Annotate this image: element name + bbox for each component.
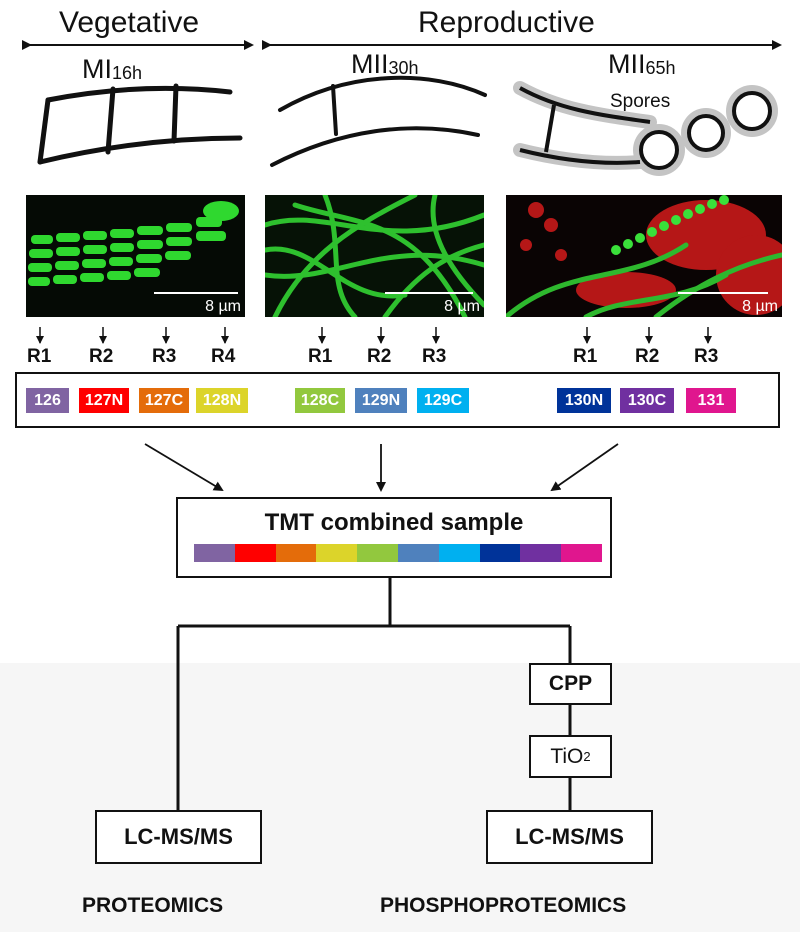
phase-label-mi16h: MI16h (82, 54, 143, 84)
spores-label: Spores (610, 91, 671, 112)
tmt-tag: 127N (78, 387, 130, 414)
micrograph-mii30h-image (265, 195, 484, 317)
micrograph-mii65h: 8 µm (506, 195, 782, 317)
tmt-tag: 130N (556, 387, 612, 414)
scale-bar-label-mi16h: 8 µm (205, 298, 241, 315)
color-strip-segment (520, 544, 562, 562)
phase-label-mii65h: MII65h (608, 49, 676, 79)
replicate-label: R2 (367, 346, 392, 367)
workflow-tree (176, 578, 572, 810)
scale-bar-label-mii65h: 8 µm (742, 298, 778, 315)
cpp-box: CPP (529, 663, 612, 705)
phase-label-mii30h: MII30h (351, 49, 419, 79)
tmt-tag: 127C (138, 387, 190, 414)
color-strip-segment (275, 544, 317, 562)
replicate-label: R2 (635, 346, 660, 367)
reproductive-label: Reproductive (418, 6, 595, 39)
tmt-tag: 128C (294, 387, 346, 414)
color-strip-segment (316, 544, 358, 562)
micrograph-mi16h: 8 µm (26, 195, 245, 317)
lcms-box-proteomics: LC-MS/MS (95, 810, 262, 864)
micrograph-mii30h: 8 µm (265, 195, 484, 317)
color-strip-segment (234, 544, 276, 562)
phosphoproteomics-label: PHOSPHOPROTEOMICS (380, 894, 627, 917)
tmt-label-box (15, 372, 780, 428)
tmt-combined-box: TMT combined sample (176, 497, 612, 578)
replicate-label: R1 (27, 346, 52, 367)
bottom-background (0, 663, 800, 932)
tmt-combined-label: TMT combined sample (264, 509, 524, 536)
tmt-tag: 129C (416, 387, 470, 414)
scale-bar-label-mii30h: 8 µm (444, 298, 480, 315)
tmt-tag: 131 (685, 387, 737, 414)
color-strip-segment (397, 544, 439, 562)
hypha-mii65h-drawing (513, 81, 778, 176)
replicate-label: R3 (422, 346, 447, 367)
hypha-mii30h-drawing (270, 75, 487, 167)
hypha-mi16h-drawing (37, 83, 243, 165)
replicate-label: R1 (308, 346, 333, 367)
tmt-tag: 129N (354, 387, 408, 414)
replicate-label: R2 (89, 346, 114, 367)
replicate-label: R3 (694, 346, 719, 367)
tmt-tag: 126 (25, 387, 70, 414)
tmt-color-strip (194, 544, 602, 562)
converging-arrows (144, 443, 619, 492)
color-strip-segment (479, 544, 521, 562)
replicate-label: R4 (211, 346, 236, 367)
micrograph-mi16h-image (26, 195, 245, 317)
color-strip-segment (357, 544, 398, 562)
micrograph-mii65h-image (506, 195, 782, 317)
vegetative-label: Vegetative (59, 6, 200, 39)
color-strip-segment (438, 544, 480, 562)
tmt-tag: 128N (195, 387, 249, 414)
color-strip-segment (561, 544, 602, 562)
replicate-arrows (36, 327, 712, 344)
replicate-label: R3 (152, 346, 177, 367)
tmt-tag: 130C (619, 387, 675, 414)
proteomics-label: PROTEOMICS (82, 894, 224, 917)
replicate-label: R1 (573, 346, 598, 367)
lcms-box-phosphoproteomics: LC-MS/MS (486, 810, 653, 864)
color-strip-segment (194, 544, 235, 562)
